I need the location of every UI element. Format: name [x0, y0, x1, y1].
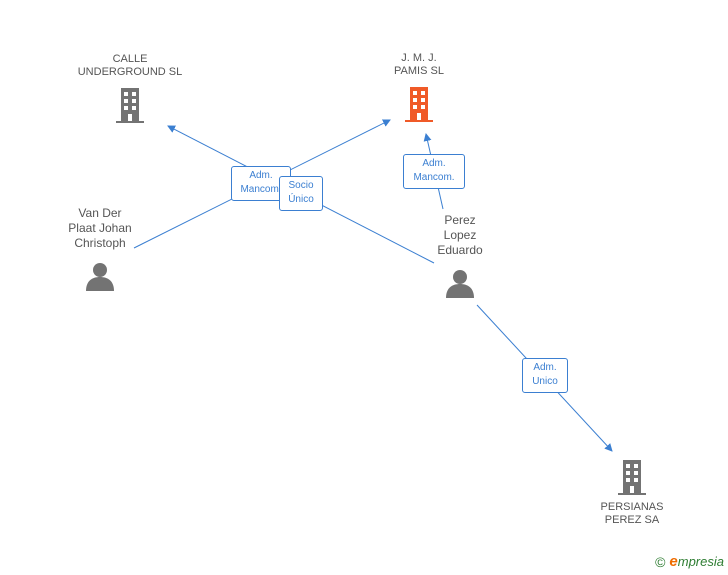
- person-node-van-der-plaat[interactable]: Van Der Plaat Johan Christoph: [50, 206, 150, 291]
- company-node-persianas-perez[interactable]: PERSIANAS PEREZ SA: [572, 459, 692, 527]
- person-icon: [86, 263, 114, 291]
- company-label: J. M. J. PAMIS SL: [394, 52, 444, 77]
- person-node-perez-lopez[interactable]: Perez Lopez Eduardo: [410, 213, 510, 298]
- company-node-calle-underground[interactable]: CALLE UNDERGROUND SL: [70, 53, 190, 123]
- role-badge-adm-unico[interactable]: Adm. Unico: [522, 358, 568, 393]
- building-icon: [116, 88, 144, 123]
- brand-footer: © empresia: [655, 553, 724, 570]
- person-icon: [446, 270, 474, 298]
- company-node-jmj-pamis[interactable]: J. M. J. PAMIS SL: [359, 52, 479, 122]
- copyright-icon: ©: [655, 553, 666, 570]
- person-label: Perez Lopez Eduardo: [437, 213, 483, 257]
- brand-logo: empresia: [669, 553, 724, 570]
- building-icon: [405, 87, 433, 122]
- building-icon: [618, 460, 646, 495]
- company-label: CALLE UNDERGROUND SL: [77, 53, 183, 78]
- role-badge-adm-mancom[interactable]: Adm. Mancom.: [403, 154, 465, 189]
- role-badge-socio-unico[interactable]: Socio Único: [279, 176, 323, 211]
- person-label: Van Der Plaat Johan Christoph: [68, 206, 132, 250]
- company-label: PERSIANAS PEREZ SA: [600, 501, 664, 526]
